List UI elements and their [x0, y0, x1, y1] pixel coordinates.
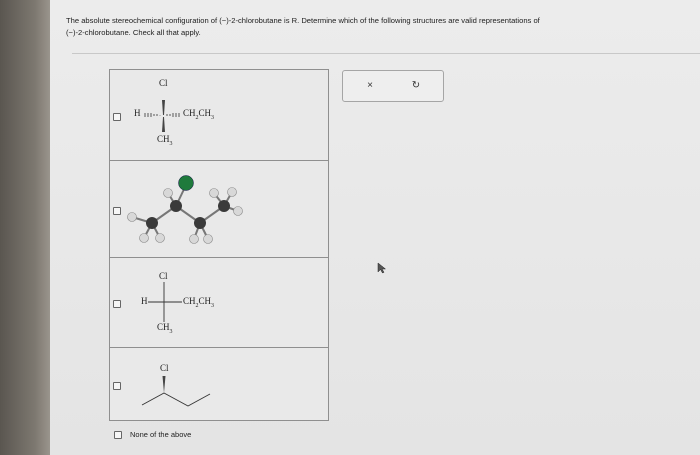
option-1-top-label: Cl — [159, 78, 168, 88]
option-3-checkbox[interactable] — [113, 300, 121, 308]
option-2-checkbox[interactable] — [113, 207, 121, 215]
option-1-right-label: CH2CH3 — [183, 108, 215, 121]
dash-bond-right — [166, 113, 180, 117]
option-1-bottom-label: CH3 — [157, 134, 173, 147]
carbon-atom — [218, 200, 230, 212]
hydrogen-atom — [139, 233, 149, 243]
chlorine-atom — [178, 175, 194, 191]
wedge-bond-up — [162, 100, 165, 115]
option-1-left-label: H — [134, 108, 141, 118]
option-4-cell: Cl — [110, 348, 328, 420]
option-4-checkbox[interactable] — [113, 382, 121, 390]
option-3-fischer-structure — [148, 282, 182, 322]
hydrogen-atom — [155, 233, 165, 243]
option-3-bottom-label: CH3 — [157, 322, 173, 335]
divider — [72, 53, 700, 54]
clear-button[interactable]: × — [367, 80, 373, 91]
option-1-checkbox[interactable] — [113, 113, 121, 121]
carbon-atom — [170, 200, 182, 212]
hydrogen-atom — [189, 234, 199, 244]
option-4-skeletal-structure — [141, 376, 211, 407]
hydrogen-atom — [127, 212, 137, 222]
hydrogen-atom — [227, 187, 237, 197]
option-2-ball-and-stick-model — [127, 175, 243, 244]
hydrogen-atom — [209, 188, 219, 198]
question-line-2: (−)-2-chlorobutane. Check all that apply… — [66, 28, 201, 37]
answer-toolbar: × ↻ — [342, 70, 444, 102]
carbon-atom — [146, 217, 158, 229]
hydrogen-atom — [233, 206, 243, 216]
option-3-left-label: H — [141, 296, 148, 306]
none-of-the-above-checkbox[interactable] — [114, 431, 122, 439]
question-screen: The absolute stereochemical configuratio… — [50, 0, 700, 455]
wedge-bond-down — [162, 117, 165, 132]
carbon-atom — [194, 217, 206, 229]
reset-button[interactable]: ↻ — [411, 80, 421, 91]
hydrogen-atom — [163, 188, 173, 198]
option-3-cell: Cl H CH2CH3 CH3 — [110, 258, 328, 348]
dash-bond-left — [144, 113, 161, 117]
none-of-the-above-label: None of the above — [130, 430, 192, 439]
option-1-cell: Cl H CH2CH3 CH3 — [110, 70, 328, 161]
screen-bezel — [0, 0, 50, 455]
question-line-1: The absolute stereochemical configuratio… — [66, 16, 540, 25]
hydrogen-atom — [203, 234, 213, 244]
option-2-cell — [110, 161, 328, 258]
question-text: The absolute stereochemical configuratio… — [66, 15, 676, 39]
option-4-top-label: Cl — [160, 363, 169, 373]
answer-options-panel: Cl H CH2CH3 CH3 — [109, 69, 329, 421]
mouse-cursor-icon — [377, 262, 387, 274]
option-3-top-label: Cl — [159, 271, 168, 281]
option-1-wedge-structure — [144, 100, 180, 132]
option-3-right-label: CH2CH3 — [183, 296, 215, 309]
